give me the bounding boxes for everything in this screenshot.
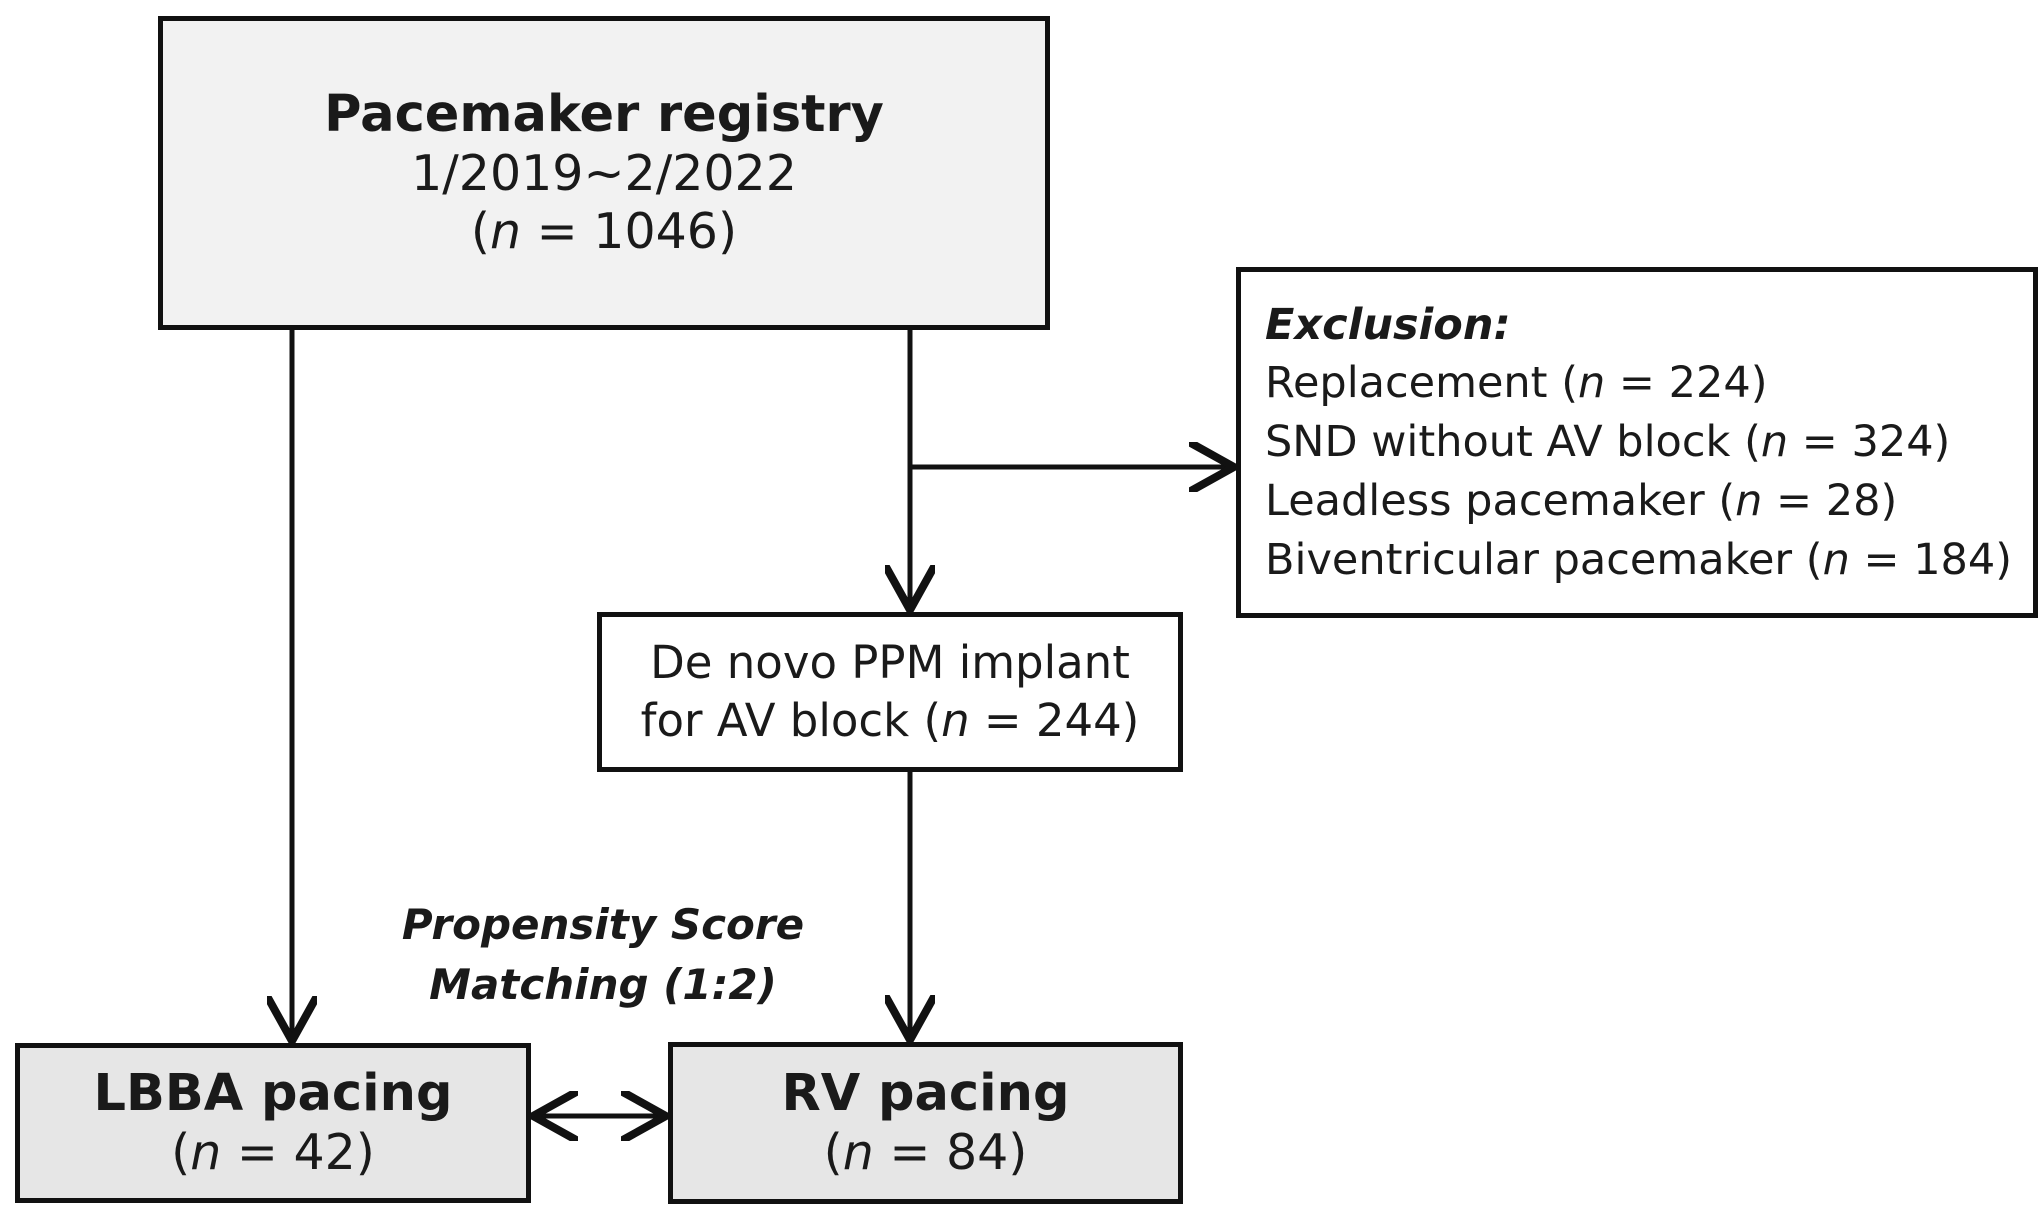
- exclusion-item-count: = 28): [1762, 475, 1898, 526]
- matching-label-line2: Matching (1:2): [429, 960, 777, 1009]
- rv-pacing-box: RV pacing (n = 84): [668, 1042, 1183, 1204]
- lbba-pacing-box: LBBA pacing (n = 42): [15, 1043, 531, 1203]
- rv-title: RV pacing: [781, 1064, 1070, 1123]
- rv-count-open: (: [823, 1124, 843, 1181]
- registry-box: Pacemaker registry 1/2019~2/2022 (n = 10…: [158, 16, 1050, 330]
- exclusion-item-n-symbol: n: [1822, 534, 1850, 585]
- denovo-box: De novo PPM implant for AV block (n = 24…: [597, 612, 1183, 772]
- registry-period: 1/2019~2/2022: [411, 145, 797, 202]
- exclusion-item-label: SND without AV block (: [1265, 416, 1761, 467]
- denovo-line1: De novo PPM implant: [650, 636, 1130, 689]
- exclusion-item-leadless: Leadless pacemaker (n = 28): [1265, 472, 1897, 531]
- registry-title: Pacemaker registry: [324, 85, 884, 144]
- exclusion-item-count: = 184): [1849, 534, 2013, 585]
- lbba-count-value: = 42): [221, 1124, 375, 1181]
- exclusion-item-count: = 224): [1605, 357, 1768, 408]
- rv-n-symbol: n: [842, 1124, 874, 1181]
- exclusion-heading: Exclusion:: [1265, 299, 1511, 350]
- matching-label: Propensity Score Matching (1:2): [378, 895, 828, 1015]
- exclusion-item-label: Leadless pacemaker (: [1265, 475, 1736, 526]
- rv-count: (n = 84): [824, 1124, 1028, 1182]
- denovo-line2-label: for AV block (: [640, 694, 942, 747]
- exclusion-item-count: = 324): [1788, 416, 1951, 467]
- exclusion-item-snd: SND without AV block (n = 324): [1265, 413, 1950, 472]
- exclusion-item-biventricular: Biventricular pacemaker (n = 184): [1265, 531, 2012, 590]
- lbba-count-open: (: [171, 1124, 191, 1181]
- exclusion-box: Exclusion: Replacement (n = 224) SND wit…: [1236, 267, 2038, 618]
- matching-label-line1: Propensity Score: [401, 900, 805, 949]
- denovo-line2: for AV block (n = 244): [641, 692, 1140, 750]
- exclusion-item-label: Biventricular pacemaker (: [1265, 534, 1823, 585]
- lbba-count: (n = 42): [171, 1124, 375, 1182]
- exclusion-item-n-symbol: n: [1578, 357, 1606, 408]
- exclusion-item-n-symbol: n: [1735, 475, 1763, 526]
- exclusion-item-n-symbol: n: [1760, 416, 1789, 467]
- denovo-n-symbol: n: [941, 694, 970, 747]
- registry-count-open: (: [470, 203, 491, 260]
- lbba-n-symbol: n: [190, 1124, 222, 1181]
- exclusion-item-replacement: Replacement (n = 224): [1265, 354, 1767, 413]
- registry-count: (n = 1046): [471, 203, 737, 261]
- registry-n-symbol: n: [490, 203, 522, 260]
- registry-count-value: = 1046): [521, 203, 738, 260]
- exclusion-item-label: Replacement (: [1265, 357, 1578, 408]
- lbba-title: LBBA pacing: [93, 1064, 453, 1123]
- rv-count-value: = 84): [873, 1124, 1028, 1181]
- denovo-count: = 244): [969, 694, 1140, 747]
